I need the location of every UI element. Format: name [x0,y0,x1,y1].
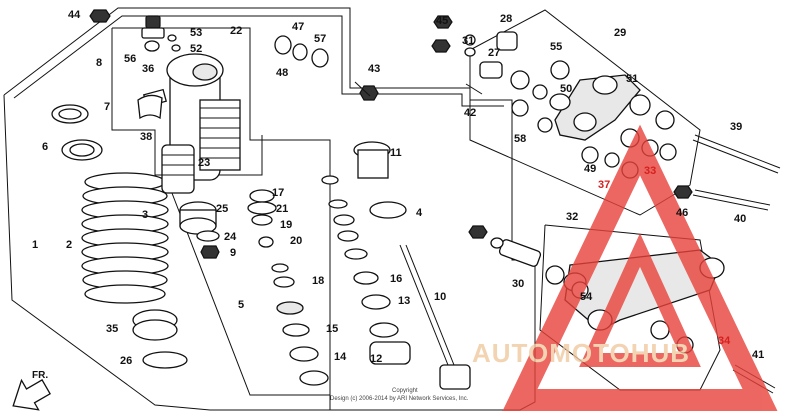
top-right-hardware [274,35,329,68]
label-plate [137,94,163,120]
callout: 58 [514,133,526,145]
callout: 47 [292,21,304,33]
callout: 52 [190,43,202,55]
callout: 22 [230,25,242,37]
callout: 15 [326,323,338,335]
callout: 44 [68,9,81,21]
callout: 39 [730,121,742,133]
callout: 50 [560,83,572,95]
watermark-logo-outer [502,124,778,411]
callout: 28 [500,13,512,25]
callout: 18 [312,275,324,287]
spring-part-2 [81,172,169,304]
callout: 51 [626,73,638,85]
callout-red: 33 [644,165,656,177]
callout: 7 [104,101,110,113]
callout: 38 [140,131,152,143]
assembly-outlines [3,7,721,411]
callout: 5 [238,299,244,311]
damper-rod [399,244,471,390]
copyright-line2: Design (c) 2006-2014 by ARI Network Serv… [330,396,469,402]
callout: 36 [142,63,154,75]
callout: 6 [42,141,48,153]
collars [431,15,518,95]
front-direction-arrow: FR. [12,370,51,411]
callout: 54 [580,291,593,303]
callout: 48 [276,67,288,79]
callout: 14 [334,351,347,363]
callout: 4 [416,207,423,219]
callout: 1 [32,239,38,251]
callout: 17 [272,187,284,199]
callout: 12 [370,353,382,365]
callout: 42 [464,107,476,119]
link-arm-upper [549,74,641,141]
direction-label: FR. [32,370,48,381]
callout: 3 [142,209,148,221]
pivot-bolts [673,134,781,394]
callout: 26 [120,355,132,367]
callout: 45 [436,15,448,27]
shock-body [142,53,241,194]
callout: 19 [280,219,292,231]
callout: 35 [106,323,118,335]
lock-rings [51,104,103,161]
watermark-text: AUTOMOTOHUB [472,338,690,368]
spring-seat [132,309,188,369]
callout: 25 [216,203,228,215]
bolt-43 [354,81,379,101]
callout: 13 [398,295,410,307]
callout: 43 [368,63,380,75]
callout: 21 [276,203,288,215]
callout: 2 [66,239,72,251]
callout-red: 34 [718,335,731,347]
watermark: AUTOMOTOHUB [472,124,778,411]
valve-stack [271,263,329,386]
callout: 41 [752,349,764,361]
callout-red: 37 [598,179,610,191]
callout: 49 [584,163,596,175]
callout: 24 [224,231,237,243]
callout: 31 [462,35,474,47]
watermark-logo-inner [579,233,701,367]
callout: 40 [734,213,746,225]
callout: 29 [614,27,626,39]
callout: 53 [190,27,202,39]
callout: 27 [488,47,500,59]
callout: 56 [124,53,136,65]
callout: 23 [198,157,210,169]
callout: 57 [314,33,326,45]
callout: 32 [566,211,578,223]
damper-column [321,141,411,365]
callout: 46 [676,207,688,219]
callout: 30 [512,278,524,290]
callout: 20 [290,235,302,247]
callout: 10 [434,291,446,303]
callout: 55 [550,41,562,53]
callout-labels: 1 2 3 4 5 6 7 8 9 10 11 12 13 14 15 16 1… [32,9,764,367]
callout: 9 [230,247,236,259]
middle-column-parts [179,189,277,259]
callout: 16 [390,273,402,285]
copyright-line1: Copyright [392,388,418,394]
callout: 11 [390,147,402,159]
callout: 8 [96,57,102,69]
shock-top-hardware [89,9,181,52]
